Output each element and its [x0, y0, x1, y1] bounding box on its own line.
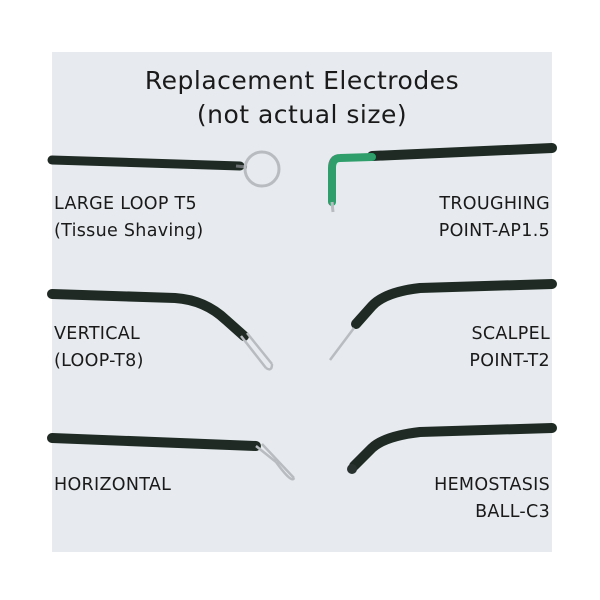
label-troughing-name: TROUGHING — [439, 194, 550, 214]
label-hemostasis-name: HEMOSTASIS — [434, 475, 550, 495]
electrode-scalpel-point — [329, 279, 557, 361]
label-troughing-detail: POINT-AP1.5 — [438, 221, 550, 241]
label-vertical-detail: (LOOP-T8) — [54, 351, 144, 371]
label-large-loop: LARGE LOOP T5 (Tissue Shaving) — [54, 191, 203, 245]
label-troughing: TROUGHING POINT-AP1.5 — [439, 191, 550, 245]
title-line-1: Replacement Electrodes — [144, 66, 460, 95]
label-large-loop-name: LARGE LOOP T5 — [54, 194, 197, 214]
label-horizontal-name: HORIZONTAL — [54, 475, 172, 495]
label-scalpel-detail: POINT-T2 — [469, 351, 550, 371]
electrode-horizontal — [47, 433, 296, 481]
label-scalpel-name: SCALPEL — [471, 324, 550, 344]
label-horizontal: HORIZONTAL — [54, 472, 171, 499]
electrode-troughing-point — [328, 143, 557, 213]
electrode-hemostasis-ball — [347, 423, 557, 474]
label-vertical-name: VERTICAL — [54, 324, 141, 344]
electrode-large-loop — [47, 150, 281, 188]
label-scalpel: SCALPEL POINT-T2 — [469, 321, 550, 375]
label-large-loop-detail: (Tissue Shaving) — [54, 221, 204, 241]
label-hemostasis-detail: BALL-C3 — [475, 502, 550, 522]
label-hemostasis: HEMOSTASIS BALL-C3 — [434, 472, 550, 526]
electrode-vertical-loop — [47, 289, 274, 371]
label-vertical: VERTICAL (LOOP-T8) — [54, 321, 144, 375]
photo-panel — [52, 52, 552, 552]
title-line-2: (not actual size) — [196, 100, 408, 129]
